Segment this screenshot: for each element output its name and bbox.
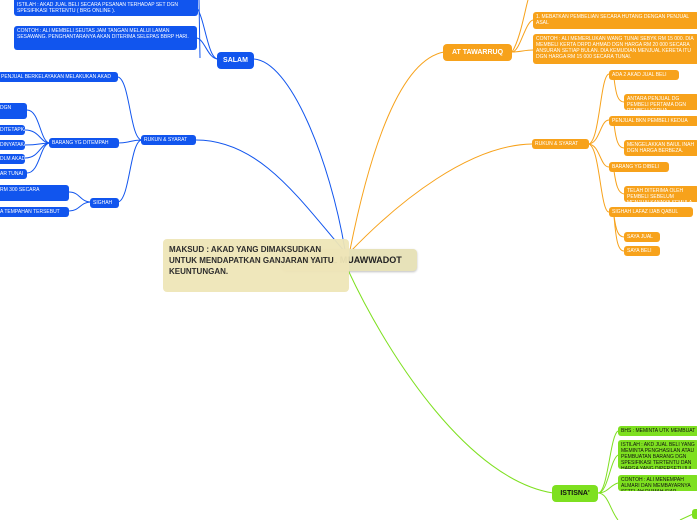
tawarruq-ada2-node[interactable]: ADA 2 AKAD JUAL BELI (609, 70, 679, 80)
tawarruq-mengelakkan-node[interactable]: MENGELAKKAN BAIUL INAH DGN HARGA BERBEZA… (624, 140, 697, 156)
tawarruq-rukun-node[interactable]: RUKUN & SYARAT (532, 139, 589, 149)
salam-barang-item-3[interactable]: DINYATAKAN (0, 140, 25, 150)
istisna-branch[interactable]: ISTISNA' (552, 485, 598, 502)
tawarruq-saya-jual-node[interactable]: SAYA JUAL (624, 232, 660, 242)
tawarruq-penjual-bkn-node[interactable]: PENJUAL BKN PEMBELI KEDUA (609, 116, 697, 126)
istisna-partial-node[interactable] (692, 509, 697, 519)
salam-contoh-node[interactable]: CONTOH : ALI MEMBELI SEUTAS JAM TANGAN M… (14, 26, 197, 50)
tawarruq-telah-node[interactable]: TELAH DITERIMA OLEH PEMBELI SEBELUM MENJ… (624, 186, 697, 202)
tawarruq-contoh-node[interactable]: CONTOH : ALI MEMERLUKAN WANG TUNAI SEBYK… (533, 34, 697, 64)
tawarruq-barang-node[interactable]: BARANG YG DIBELI (609, 162, 669, 172)
salam-sighah-node[interactable]: SIGHAH (90, 198, 119, 208)
salam-rukun-node[interactable]: RUKUN & SYARAT (141, 135, 196, 145)
salam-istilah-node[interactable]: ISTILAH : AKAD JUAL BELI SECARA PESANAN … (14, 0, 198, 16)
tawarruq-item1-node[interactable]: 1. MEBATKAN PEMBELIAN SECARA HUTANG DENG… (533, 12, 697, 29)
salam-branch[interactable]: SALAM (217, 52, 254, 69)
tawarruq-branch[interactable]: AT TAWARRUQ (443, 44, 512, 61)
definition-note[interactable]: MAKSUD : AKAD YANG DIMAKSUDKAN UNTUK MEN… (163, 239, 349, 292)
tawarruq-saya-beli-node[interactable]: SAYA BELI (624, 246, 660, 256)
tawarruq-sighah-node[interactable]: SIGHAH LAFAZ IJAB QABUL (609, 207, 693, 217)
salam-barang-item-1[interactable]: DGN (0, 103, 27, 119)
istisna-contoh-node[interactable]: CONTOH : ALI MENEMPAH ALMARI DAN MEMBAYA… (618, 475, 697, 491)
salam-barang-node[interactable]: BARANG YG DITEMPAH (49, 138, 119, 148)
salam-barang-item-5[interactable]: AR TUNAI (0, 169, 27, 179)
istisna-bhs-node[interactable]: BHS : MEMINTA UTK MEMBUAT (618, 426, 697, 436)
salam-barang-item-2[interactable]: DITETAPKAN (0, 125, 25, 135)
istisna-istilah-node[interactable]: ISTILAH : AKD JUAL BELI YANG MEMINTA PEN… (618, 440, 697, 469)
salam-sighah-item-2[interactable]: A TEMPAHAN TERSEBUT (0, 207, 69, 217)
salam-barang-item-4[interactable]: DLM AKAD (0, 154, 25, 164)
salam-sighah-item-1[interactable]: RM 300 SECARA (0, 185, 69, 201)
tawarruq-antara-node[interactable]: ANTARA PENJUAL DG PEMBELI PERTAMA DGN PE… (624, 94, 697, 110)
salam-penjual-node[interactable]: PENJUAL BERKELAYAKAN MELAKUKAN AKAD (0, 72, 118, 82)
